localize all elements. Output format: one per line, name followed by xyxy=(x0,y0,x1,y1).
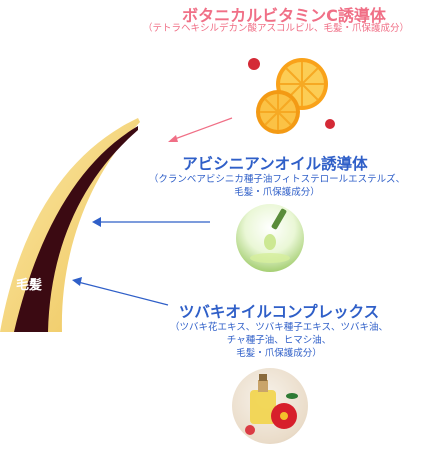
abyssinian-oil-ingredients: （クランベアビシニカ種子油フィトステロールエステルズ、 毛髪・爪保護成分） xyxy=(148,174,406,198)
vitamin-c-ingredients: （テトラヘキシルデカン酸アスコルビル、毛髪・爪保護成分） xyxy=(142,23,409,34)
vitamin-c-title: ボタニカルビタミンC誘導体 xyxy=(182,6,386,25)
abyssinian-oil-title: アビシニアンオイル誘導体 xyxy=(182,155,368,173)
hair-label: 毛髪 xyxy=(16,278,43,293)
orange-slice-icon xyxy=(248,58,335,134)
camellia-oil-ingredients: （ツバキ花エキス、ツバキ種子エキス、ツバキ油、 チャ種子油、ヒマシ油、 毛髪・爪… xyxy=(170,322,388,359)
camellia-oil-bottle-icon xyxy=(245,374,298,435)
arrows xyxy=(72,117,233,306)
hair-shape xyxy=(0,118,140,332)
arrow-pink xyxy=(171,117,233,141)
oil-dropper-image xyxy=(236,204,304,272)
oil-dropper-icon xyxy=(250,208,290,263)
camellia-oil-image xyxy=(232,368,308,444)
arrow-blue-2 xyxy=(77,281,169,306)
camellia-oil-title: ツバキオイルコンプレックス xyxy=(178,303,380,321)
